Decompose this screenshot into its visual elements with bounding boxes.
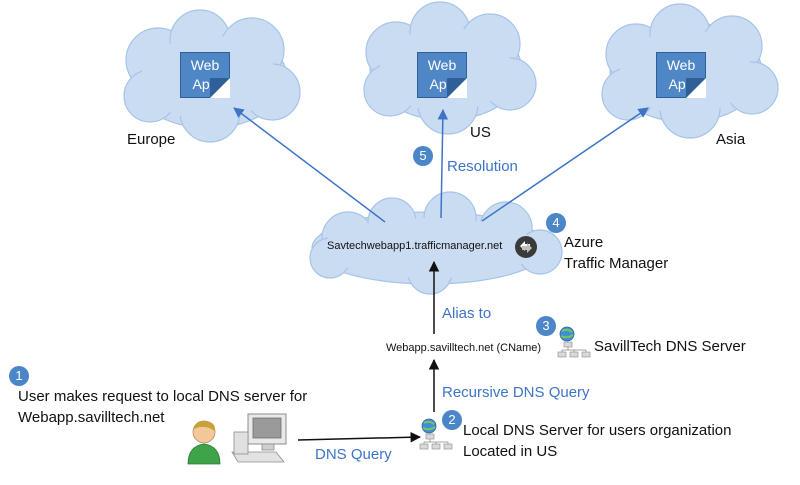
page-fold-icon	[447, 78, 467, 98]
step-2-line2: Located in US	[463, 443, 558, 460]
traffic-manager-hostname: Savtechwebapp1.trafficmanager.net	[327, 240, 503, 252]
traffic-manager-title: Azure Traffic Manager	[564, 232, 668, 274]
traffic-manager-title-line2: Traffic Manager	[564, 255, 669, 272]
step-1-line2: Webapp.savilltech.net	[18, 409, 165, 426]
resolution-label: Resolution	[447, 158, 518, 175]
step-2-text: Local DNS Server for users organization …	[463, 420, 731, 462]
step-5-badge: 5	[413, 146, 433, 166]
region-label-europe: Europe	[127, 131, 176, 148]
step-1-badge: 1	[9, 366, 29, 386]
arrow-to-asia	[481, 107, 649, 222]
step-3-badge: 3	[536, 316, 556, 336]
arrow-to-europe	[233, 107, 386, 223]
web-app-europe-line1: Web	[190, 57, 220, 73]
step-2-badge: 2	[442, 410, 462, 430]
cname-record: Webapp.savilltech.net (CName)	[386, 342, 542, 354]
web-app-us: Web App	[417, 52, 467, 98]
page-fold-icon	[210, 78, 230, 98]
traffic-manager-title-line1: Azure	[564, 234, 604, 251]
dns-server-icon-savilltech	[557, 326, 591, 358]
region-label-us: US	[470, 124, 491, 141]
dns-query-label: DNS Query	[315, 446, 392, 463]
step-1-line1: User makes request to local DNS server f…	[18, 388, 308, 405]
page-fold-icon	[686, 78, 706, 98]
step-2-line1: Local DNS Server for users organization	[463, 422, 732, 439]
recursive-query-label: Recursive DNS Query	[442, 384, 590, 401]
dns-server-icon-local	[419, 418, 453, 450]
web-app-us-line1: Web	[427, 57, 457, 73]
web-app-europe: Web App	[180, 52, 230, 98]
dns-query-arrow	[297, 431, 422, 443]
web-app-asia: Web App	[656, 52, 706, 98]
traffic-manager-icon	[515, 236, 537, 258]
region-label-asia: Asia	[716, 131, 746, 148]
alias-label: Alias to	[442, 305, 492, 322]
savilltech-dns-label: SavillTech DNS Server	[594, 338, 746, 355]
step-4-badge: 4	[546, 213, 566, 233]
web-app-asia-line1: Web	[666, 57, 696, 73]
user-icon	[187, 420, 221, 465]
step-1-text: User makes request to local DNS server f…	[18, 386, 307, 428]
computer-icon	[231, 413, 287, 463]
arrow-to-us	[437, 108, 449, 219]
